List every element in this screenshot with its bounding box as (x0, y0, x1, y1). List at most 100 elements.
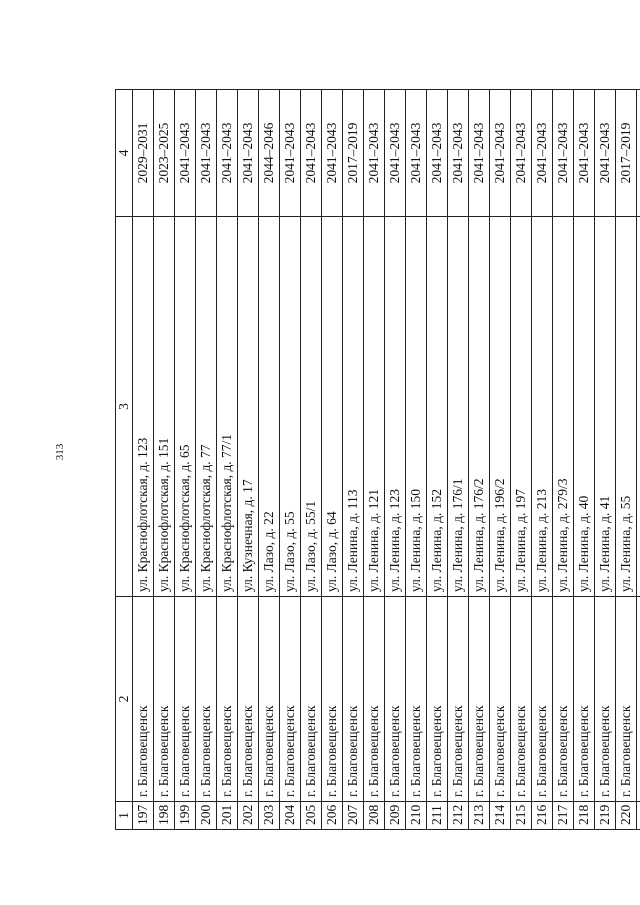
city-cell: г. Благовещенск (279, 596, 301, 802)
row-number-cell: 197 (132, 801, 154, 830)
row-number-cell: 216 (531, 801, 553, 830)
row-number-cell: 220 (615, 801, 637, 830)
city-cell: г. Благовещенск (636, 596, 640, 802)
years-cell: 2041–2043 (573, 89, 595, 217)
years-cell: 2041–2043 (216, 89, 238, 217)
years-cell: 2041–2043 (405, 89, 427, 217)
years-cell: 2017–2019 (615, 89, 637, 217)
years-cell: 2041–2043 (552, 89, 574, 217)
city-cell: г. Благовещенск (468, 596, 490, 802)
years-cell: 2041–2043 (489, 89, 511, 217)
city-cell: г. Благовещенск (195, 596, 217, 802)
address-cell: ул. Ленина, д. 176/2 (468, 216, 490, 597)
years-cell: 2047–2049 (636, 89, 640, 217)
address-cell: ул. Краснофлотская, д. 77/1 (216, 216, 238, 597)
address-cell: ул. Ленина, д. 213 (531, 216, 553, 597)
city-cell: г. Благовещенск (594, 596, 616, 802)
address-cell: ул. Ленина, д. 40 (573, 216, 595, 597)
table-header-row: 1 2 3 4 (115, 89, 133, 830)
years-cell: 2044–2046 (258, 89, 280, 217)
years-cell: 2041–2043 (300, 89, 322, 217)
header-col-2: 2 (115, 596, 133, 802)
row-number-cell: 201 (216, 801, 238, 830)
city-cell: г. Благовещенск (426, 596, 448, 802)
address-cell: ул. Ленина, д. 196/2 (489, 216, 511, 597)
address-cell: ул. Ленина, д. 152 (426, 216, 448, 597)
address-cell: ул. Ленина, д. 113 (342, 216, 364, 597)
city-cell: г. Благовещенск (216, 596, 238, 802)
city-cell: г. Благовещенск (384, 596, 406, 802)
city-cell: г. Благовещенск (447, 596, 469, 802)
years-cell: 2041–2043 (531, 89, 553, 217)
row-number-cell: 206 (321, 801, 343, 830)
row-number-cell: 209 (384, 801, 406, 830)
address-cell: ул. Ленина, д. 41 (594, 216, 616, 597)
header-col-1: 1 (115, 801, 133, 830)
city-cell: г. Благовещенск (321, 596, 343, 802)
row-number-cell: 212 (447, 801, 469, 830)
address-cell: ул. Лазо, д. 55/1 (300, 216, 322, 597)
address-cell: ул. Ленина, д. 55 (615, 216, 637, 597)
city-cell: г. Благовещенск (153, 596, 175, 802)
row-number-cell: 213 (468, 801, 490, 830)
city-cell: г. Благовещенск (363, 596, 385, 802)
years-cell: 2041–2043 (426, 89, 448, 217)
city-cell: г. Благовещенск (552, 596, 574, 802)
row-number-cell: 203 (258, 801, 280, 830)
row-number-cell: 207 (342, 801, 364, 830)
header-col-4: 4 (115, 89, 133, 217)
address-cell: ул. Ленина, д. 197 (510, 216, 532, 597)
years-cell: 2029–2031 (132, 89, 154, 217)
row-number-cell: 200 (195, 801, 217, 830)
years-cell: 2041–2043 (195, 89, 217, 217)
city-cell: г. Благовещенск (573, 596, 595, 802)
years-cell: 2041–2043 (321, 89, 343, 217)
address-cell: ул. Ленина, д. 121 (363, 216, 385, 597)
row-number-cell: 221 (636, 801, 640, 830)
city-cell: г. Благовещенск (342, 596, 364, 802)
row-number-cell: 205 (300, 801, 322, 830)
years-cell: 2041–2043 (174, 89, 196, 217)
page-number: 313 (54, 443, 66, 461)
row-number-cell: 199 (174, 801, 196, 830)
row-number-cell: 217 (552, 801, 574, 830)
row-number-cell: 211 (426, 801, 448, 830)
years-cell: 2041–2043 (468, 89, 490, 217)
address-cell: ул. Краснофлотская, д. 65 (174, 216, 196, 597)
city-cell: г. Благовещенск (132, 596, 154, 802)
address-cell: ул. Краснофлотская, д. 151 (153, 216, 175, 597)
city-cell: г. Благовещенск (300, 596, 322, 802)
address-cell: ул. Лазо, д. 64 (321, 216, 343, 597)
row-number-cell: 202 (237, 801, 259, 830)
address-cell: ул. Краснофлотская, д. 123 (132, 216, 154, 597)
address-cell: ул. Ленина, д. 279/3 (552, 216, 574, 597)
address-cell: ул. Лазо, д. 22 (258, 216, 280, 597)
header-col-3: 3 (115, 216, 133, 597)
address-cell: ул. Ломоносова, д. 167 (636, 216, 640, 597)
address-cell: ул. Краснофлотская, д. 77 (195, 216, 217, 597)
years-cell: 2041–2043 (447, 89, 469, 217)
city-cell: г. Благовещенск (237, 596, 259, 802)
row-number-cell: 208 (363, 801, 385, 830)
